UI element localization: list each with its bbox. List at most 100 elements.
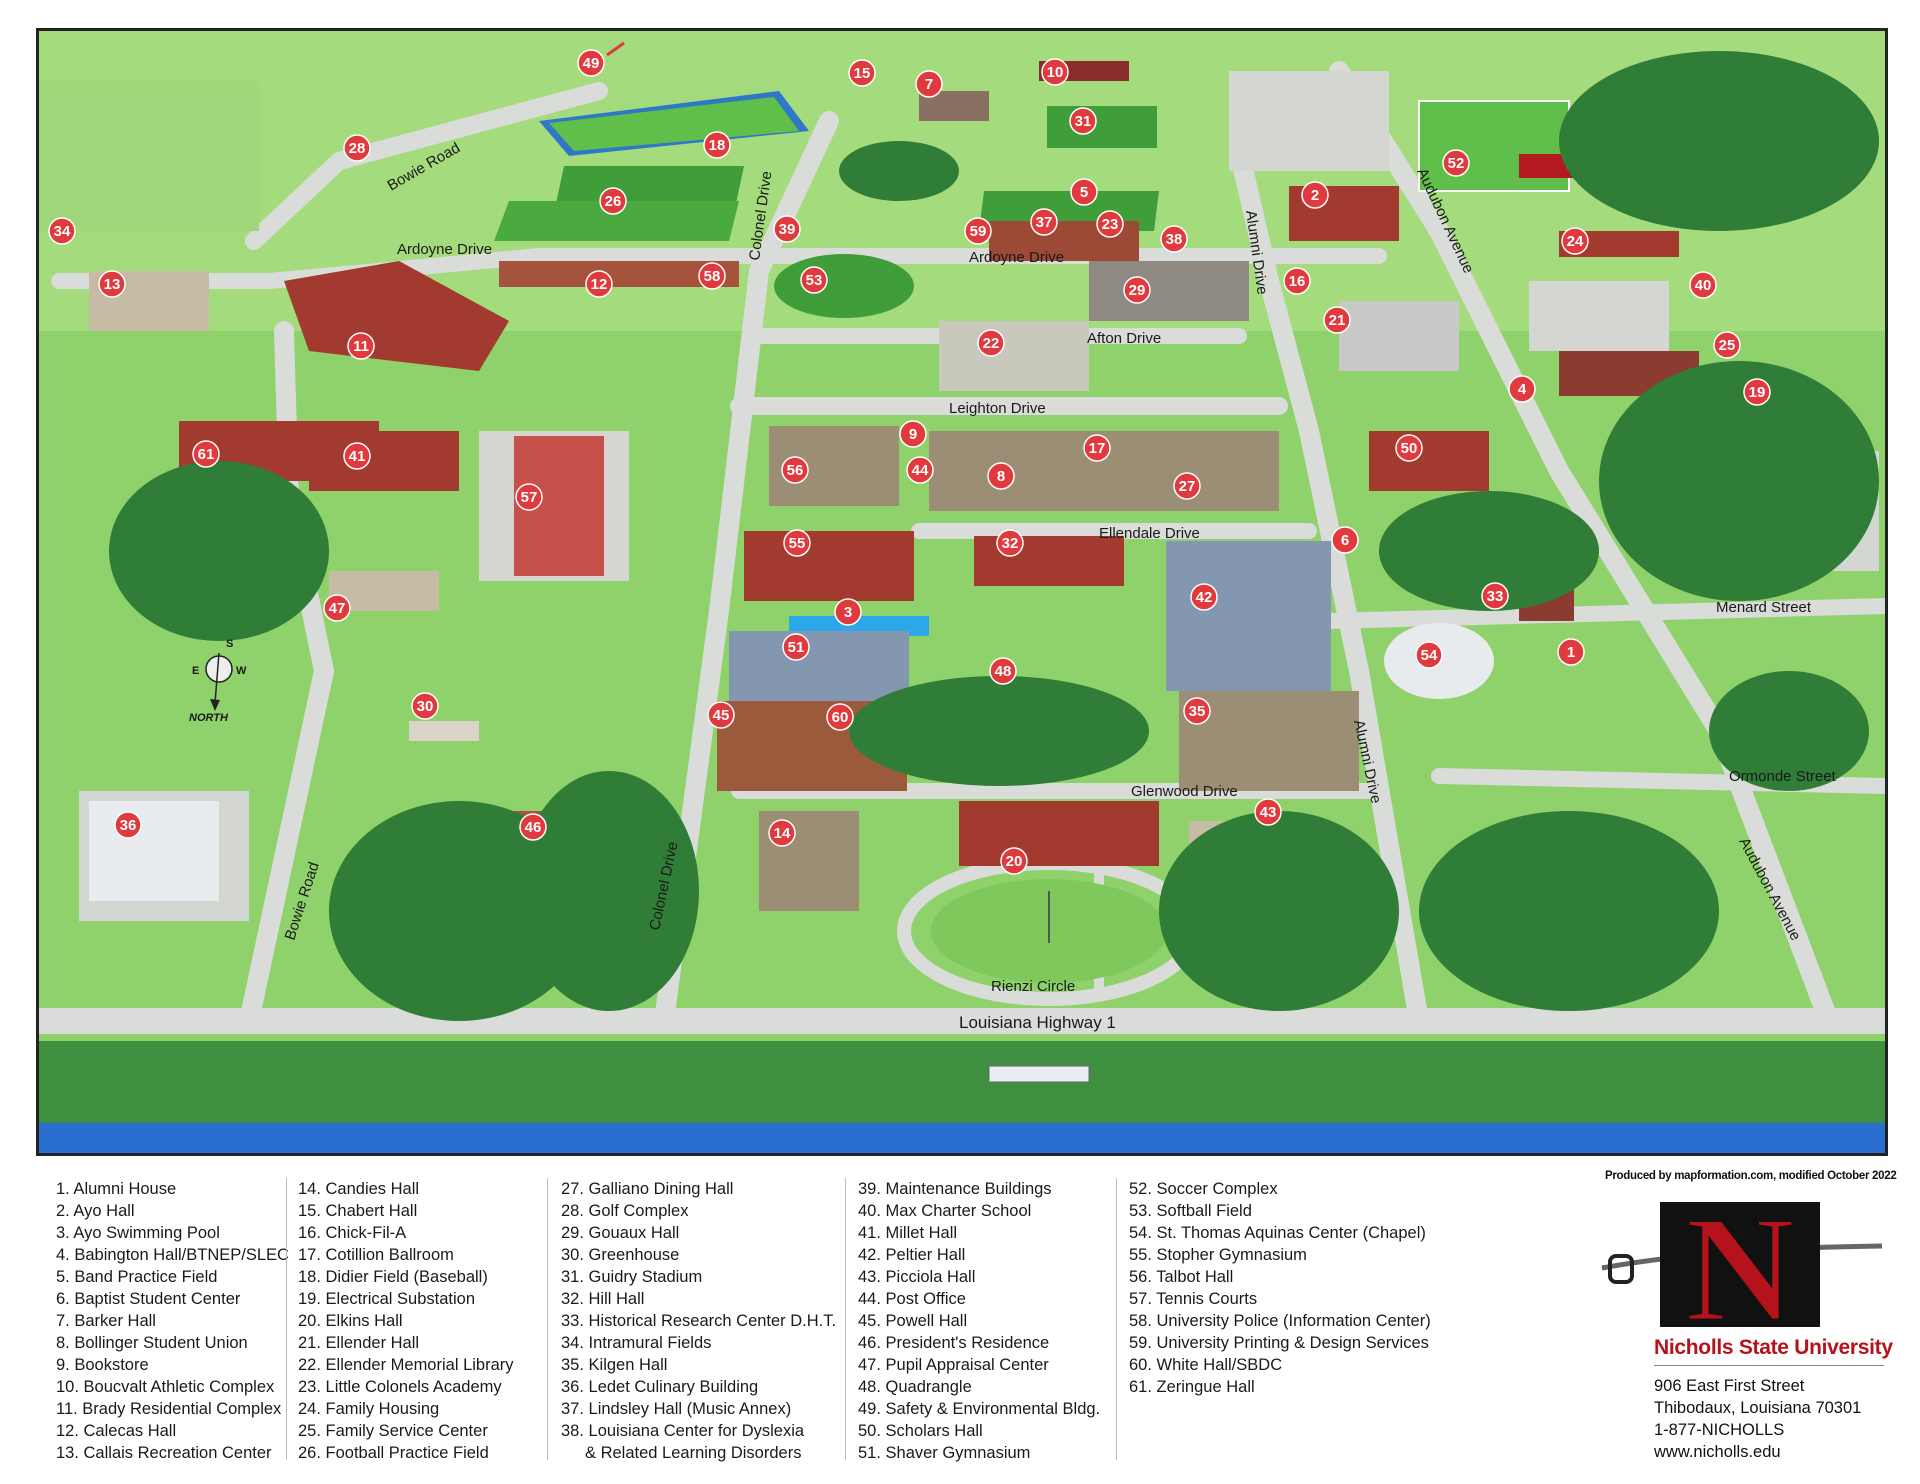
map-marker[interactable]: 7 <box>915 70 943 98</box>
map-marker[interactable]: 26 <box>599 187 627 215</box>
logo-letter: N <box>1685 1188 1795 1333</box>
map-marker[interactable]: 21 <box>1323 306 1351 334</box>
university-name: Nicholls State University <box>1654 1336 1893 1359</box>
map-marker[interactable]: 59 <box>964 217 992 245</box>
map-marker[interactable]: 50 <box>1395 434 1423 462</box>
building <box>1089 261 1249 321</box>
map-marker[interactable]: 33 <box>1481 582 1509 610</box>
map-marker[interactable]: 49 <box>577 49 605 77</box>
map-marker[interactable]: 52 <box>1442 149 1470 177</box>
university-address: 906 East First Street Thibodaux, Louisia… <box>1654 1375 1861 1463</box>
nicholls-logo: N <box>1601 1188 1883 1333</box>
map-marker[interactable]: 20 <box>1000 847 1028 875</box>
map-marker[interactable]: 40 <box>1689 271 1717 299</box>
tree-cluster <box>519 771 699 1011</box>
map-marker[interactable]: 54 <box>1415 641 1443 669</box>
legend-item: 37. Lindsley Hall (Music Annex) <box>561 1400 792 1418</box>
map-marker[interactable]: 9 <box>899 420 927 448</box>
elkins-hall <box>959 801 1159 866</box>
map-marker[interactable]: 43 <box>1254 798 1282 826</box>
map-marker[interactable]: 38 <box>1160 225 1188 253</box>
map-marker[interactable]: 8 <box>987 462 1015 490</box>
map-marker[interactable]: 2 <box>1301 181 1329 209</box>
map-marker[interactable]: 16 <box>1283 267 1311 295</box>
svg-text:59: 59 <box>970 223 987 240</box>
map-marker[interactable]: 41 <box>343 442 371 470</box>
parking-lot <box>1229 71 1389 171</box>
map-marker[interactable]: 29 <box>1123 276 1151 304</box>
map-marker[interactable]: 32 <box>996 529 1024 557</box>
map-marker[interactable]: 12 <box>585 270 613 298</box>
legend-item: 38. Louisiana Center for Dyslexia <box>561 1422 805 1440</box>
svg-text:53: 53 <box>806 272 823 289</box>
map-marker[interactable]: 6 <box>1331 526 1359 554</box>
map-marker[interactable]: 47 <box>323 594 351 622</box>
map-marker[interactable]: 24 <box>1561 227 1589 255</box>
legend-item: 52. Soccer Complex <box>1129 1180 1278 1198</box>
map-marker[interactable]: 15 <box>848 59 876 87</box>
map-marker[interactable]: 27 <box>1173 472 1201 500</box>
stopher-gymnasium <box>744 531 914 601</box>
legend-item: 50. Scholars Hall <box>858 1422 983 1440</box>
svg-text:28: 28 <box>349 140 366 157</box>
map-marker[interactable]: 45 <box>707 701 735 729</box>
map-marker[interactable]: 39 <box>773 215 801 243</box>
map-marker[interactable]: 37 <box>1030 208 1058 236</box>
map-marker[interactable]: 10 <box>1041 58 1069 86</box>
svg-text:5: 5 <box>1080 184 1088 201</box>
legend-item: 10. Boucvalt Athletic Complex <box>56 1378 275 1396</box>
map-marker[interactable]: 53 <box>800 266 828 294</box>
map-marker[interactable]: 23 <box>1096 210 1124 238</box>
road-label: Ardoyne Drive <box>397 241 492 258</box>
legend-item: 30. Greenhouse <box>561 1246 680 1264</box>
tree-cluster <box>1599 361 1879 601</box>
map-marker[interactable]: 5 <box>1070 178 1098 206</box>
map-marker[interactable]: 1 <box>1557 638 1585 666</box>
map-marker[interactable]: 48 <box>989 657 1017 685</box>
map-marker[interactable]: 4 <box>1508 375 1536 403</box>
legend-item: 20. Elkins Hall <box>298 1312 403 1330</box>
svg-text:35: 35 <box>1189 703 1206 720</box>
map-marker[interactable]: 61 <box>192 440 220 468</box>
map-marker[interactable]: 14 <box>768 819 796 847</box>
map-marker[interactable]: 42 <box>1190 583 1218 611</box>
map-marker[interactable]: 56 <box>781 456 809 484</box>
baseball-field <box>549 97 799 151</box>
map-marker[interactable]: 55 <box>783 529 811 557</box>
map-marker[interactable]: 60 <box>826 703 854 731</box>
website-link[interactable]: www.nicholls.edu <box>1654 1443 1781 1461</box>
map-marker[interactable]: 31 <box>1069 107 1097 135</box>
svg-text:17: 17 <box>1089 440 1106 457</box>
map-marker[interactable]: 3 <box>834 598 862 626</box>
svg-text:34: 34 <box>54 223 71 240</box>
map-marker[interactable]: 28 <box>343 134 371 162</box>
legend-item: 49. Safety & Environmental Bldg. <box>858 1400 1101 1418</box>
map-marker[interactable]: 36 <box>114 811 142 839</box>
svg-text:6: 6 <box>1341 532 1349 549</box>
map-marker[interactable]: 13 <box>98 270 126 298</box>
map-marker[interactable]: 17 <box>1083 434 1111 462</box>
svg-text:13: 13 <box>104 276 121 293</box>
map-marker[interactable]: 22 <box>977 329 1005 357</box>
legend-item: 5. Band Practice Field <box>56 1268 218 1286</box>
map-marker[interactable]: 35 <box>1183 697 1211 725</box>
legend-item: 9. Bookstore <box>56 1356 149 1374</box>
map-marker[interactable]: 44 <box>906 456 934 484</box>
map-marker[interactable]: 11 <box>347 332 375 360</box>
compass-s-label: S <box>226 638 233 650</box>
map-marker[interactable]: 58 <box>698 262 726 290</box>
map-marker[interactable]: 30 <box>411 692 439 720</box>
map-marker[interactable]: 18 <box>703 131 731 159</box>
legend-item: 7. Barker Hall <box>56 1312 156 1330</box>
map-marker[interactable]: 46 <box>519 813 547 841</box>
map-marker[interactable]: 25 <box>1713 331 1741 359</box>
map-marker[interactable]: 19 <box>1743 378 1771 406</box>
map-marker[interactable]: 34 <box>48 217 76 245</box>
legend-column-3: 27. Galliano Dining Hall 28. Golf Comple… <box>561 1178 836 1464</box>
map-marker[interactable]: 51 <box>782 633 810 661</box>
legend-item: 39. Maintenance Buildings <box>858 1180 1052 1198</box>
map-marker[interactable]: 57 <box>515 483 543 511</box>
tree-cluster <box>1559 51 1879 231</box>
tree-cluster <box>1379 491 1599 611</box>
legend-item: 16. Chick-Fil-A <box>298 1224 407 1242</box>
